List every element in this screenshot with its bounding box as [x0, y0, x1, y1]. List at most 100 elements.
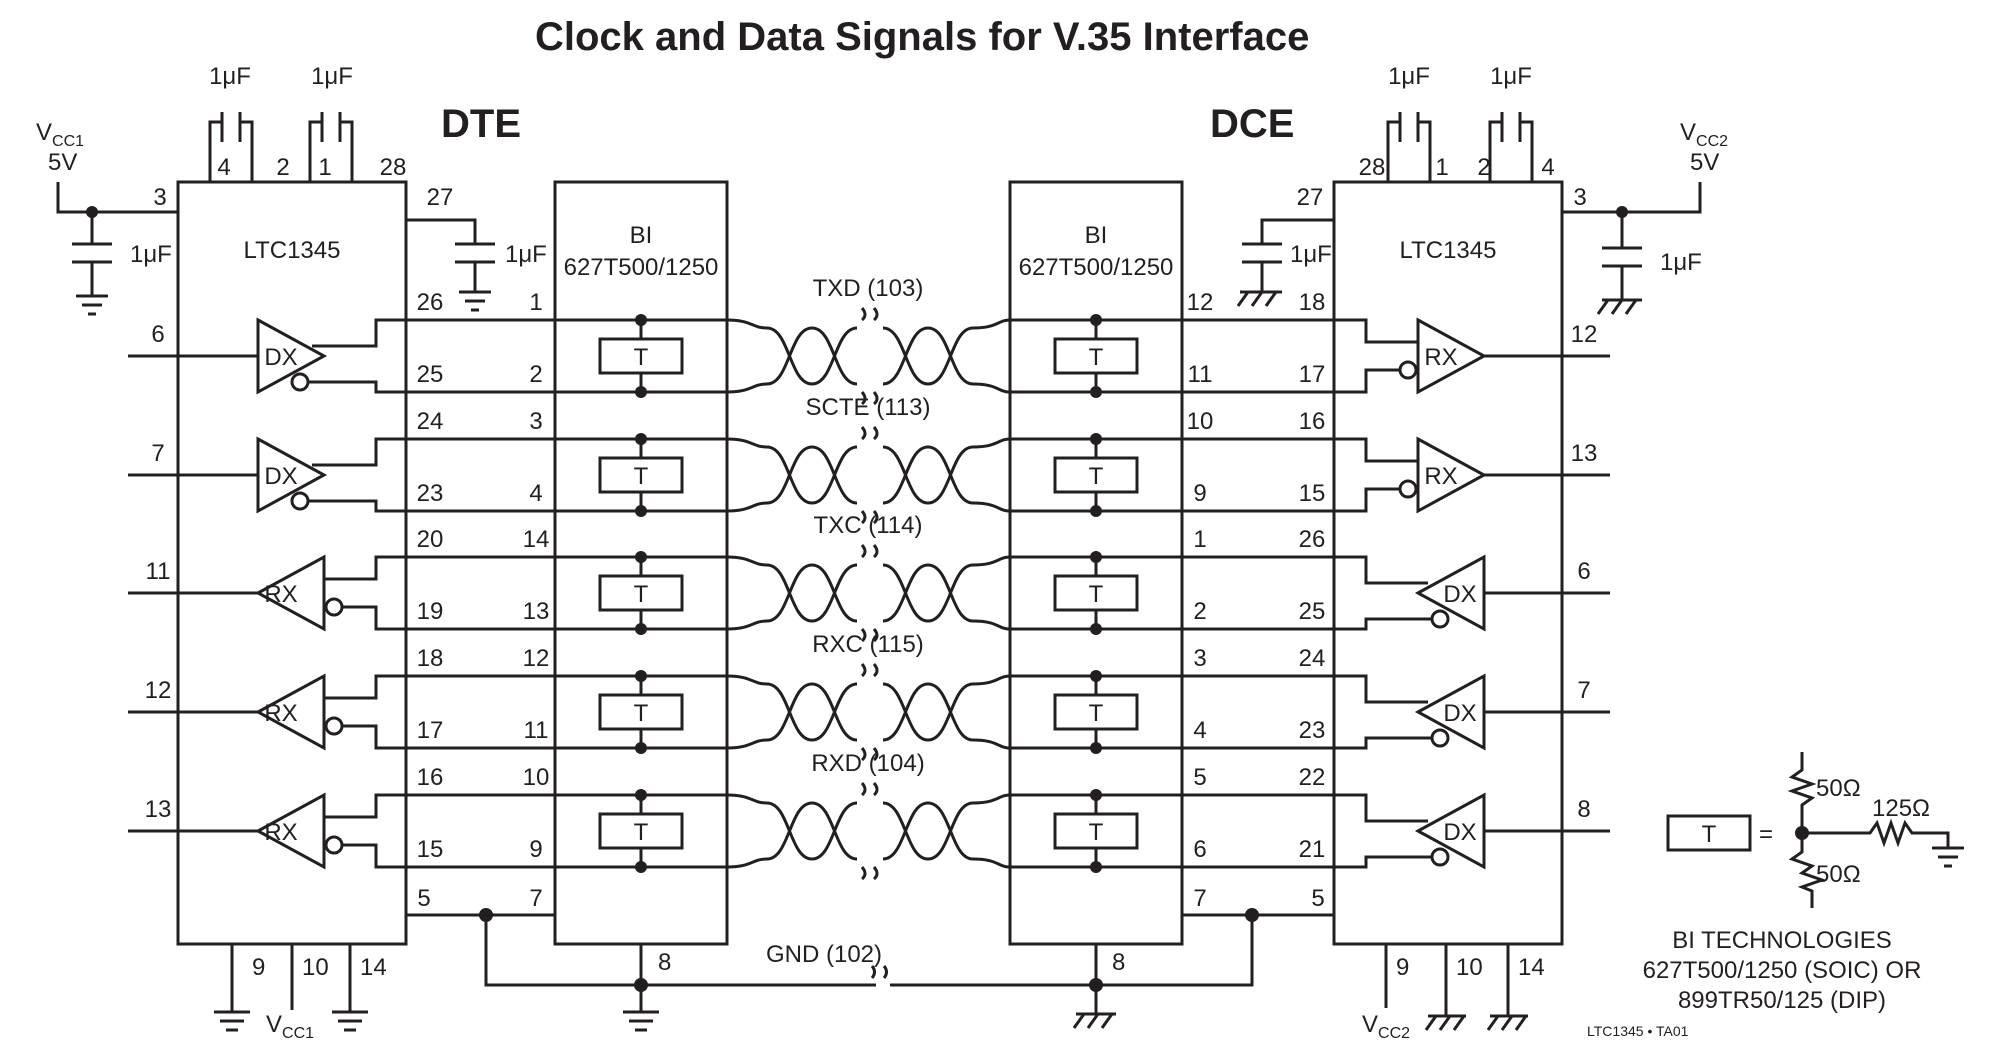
- right-chip-pin: 23: [1299, 717, 1326, 744]
- left-bi-pin: 10: [523, 764, 550, 791]
- right-gnd-pin-chip: 5: [1311, 885, 1324, 912]
- right-chip-pin: 17: [1299, 361, 1326, 388]
- right-bi-pin: 12: [1187, 289, 1214, 316]
- right-rx-label: RX: [1424, 344, 1457, 371]
- termination-t-label: T: [1089, 700, 1104, 727]
- left-pin27-cap-value: 1μF: [505, 241, 547, 268]
- right-chip-pin: 18: [1299, 289, 1326, 316]
- left-termination: T: [555, 433, 727, 517]
- legend-r2: 50Ω: [1816, 861, 1861, 888]
- left-cap-pin: 1: [318, 154, 331, 181]
- right-bi-pin-8: 8: [1112, 949, 1125, 976]
- legend-r1: 50Ω: [1816, 775, 1861, 802]
- right-termination: T: [1010, 670, 1182, 754]
- left-bottom-pin: 10: [302, 954, 329, 981]
- left-dx-gate: DX: [128, 317, 555, 395]
- left-io-pin: 13: [145, 796, 172, 823]
- termination-t-label: T: [634, 581, 649, 608]
- termination-t-label: T: [1089, 581, 1104, 608]
- legend-t-label: T: [1702, 821, 1717, 848]
- left-chip-pin: 15: [417, 836, 444, 863]
- right-dx-gate: DX: [1182, 792, 1610, 870]
- right-io-pin: 8: [1577, 796, 1590, 823]
- left-chip-pin: 19: [417, 598, 444, 625]
- left-termination: T: [555, 670, 727, 754]
- right-chip-pin: 15: [1299, 480, 1326, 507]
- right-pin-3: 3: [1573, 184, 1586, 211]
- right-io-pin: 7: [1577, 677, 1590, 704]
- right-rx-gate: RX: [1182, 436, 1610, 514]
- left-chip-pin: 18: [417, 645, 444, 672]
- left-chip-pin: 23: [417, 480, 444, 507]
- left-io-pin: 7: [151, 440, 164, 467]
- right-bi-pin: 2: [1193, 598, 1206, 625]
- signal-label: TXD (103): [813, 275, 924, 302]
- right-cap-pin: 28: [1359, 154, 1386, 181]
- left-bi-pin: 11: [524, 717, 549, 744]
- left-bi-pin: 3: [529, 408, 542, 435]
- left-dx-label: DX: [264, 344, 297, 371]
- right-bi-pin: 1: [1193, 526, 1206, 553]
- left-chip-pin: 26: [417, 289, 444, 316]
- signal-label: RXD (104): [811, 750, 924, 777]
- left-rx-gate: RX: [128, 792, 555, 870]
- right-cap-pin: 2: [1477, 154, 1490, 181]
- right-pin-27: 27: [1297, 184, 1324, 211]
- left-io-pin: 6: [151, 321, 164, 348]
- right-chip-pin: 24: [1299, 645, 1326, 672]
- right-pin27-cap: [1236, 218, 1334, 307]
- right-cap-pin: 1: [1435, 154, 1448, 181]
- right-bi-label: BI: [1085, 222, 1108, 249]
- left-chip-pin: 20: [417, 526, 444, 553]
- left-bi-pin-8: 8: [658, 949, 671, 976]
- twisted-pair-cable: RXC (115): [726, 631, 1011, 762]
- right-supply-network: [1562, 182, 1702, 315]
- left-io-pin: 12: [145, 677, 172, 704]
- right-chip-pin: 25: [1299, 598, 1326, 625]
- left-cap-pin: 2: [276, 154, 289, 181]
- right-top-capacitors: [1386, 112, 1534, 182]
- legend-r3: 125Ω: [1872, 795, 1930, 822]
- right-termination: T: [1010, 314, 1182, 398]
- termination-t-label: T: [634, 344, 649, 371]
- left-gnd-pin-bi: 7: [529, 885, 542, 912]
- right-io-pin: 13: [1571, 440, 1598, 467]
- right-supply-cap: 1μF: [1660, 249, 1702, 276]
- left-rx-gate: RX: [128, 554, 555, 632]
- right-bottom-pin: 9: [1396, 954, 1409, 981]
- left-rx-label: RX: [264, 819, 297, 846]
- right-bi-pin: 9: [1193, 480, 1206, 507]
- signal-label: TXC (114): [814, 512, 923, 539]
- left-bi-pin: 13: [523, 598, 550, 625]
- right-bi-pin: 4: [1193, 717, 1206, 744]
- right-chip-pin: 16: [1299, 408, 1326, 435]
- right-bi-pin: 10: [1187, 408, 1214, 435]
- right-bottom-pin: 14: [1518, 954, 1545, 981]
- diagram-title: Clock and Data Signals for V.35 Interfac…: [535, 15, 1309, 59]
- figure-id: LTC1345 • TA01: [1587, 1023, 1689, 1039]
- left-chip-pin: 16: [417, 764, 444, 791]
- right-bi-part: 627T500/1250: [1019, 254, 1174, 281]
- left-termination: T: [555, 551, 727, 635]
- left-pin-27: 27: [427, 184, 454, 211]
- left-bi-pin: 14: [523, 526, 550, 553]
- right-bi-pin: 11: [1188, 361, 1213, 388]
- left-bi-part: 627T500/1250: [564, 254, 719, 281]
- right-vcc-voltage: 5V: [1690, 149, 1719, 176]
- right-dx-gate: DX: [1182, 554, 1610, 632]
- right-bottom-pin: 10: [1456, 954, 1483, 981]
- left-bottom-pin: 9: [252, 954, 265, 981]
- right-bi-pin: 5: [1193, 764, 1206, 791]
- left-bi-label: BI: [630, 222, 653, 249]
- twisted-pair-cable: RXD (104): [726, 750, 1011, 881]
- termination-legend: [1666, 752, 1964, 908]
- left-bi-pin: 12: [523, 645, 550, 672]
- left-termination: T: [555, 789, 727, 873]
- right-gnd-pin-bi: 7: [1193, 885, 1206, 912]
- termination-t-label: T: [1089, 344, 1104, 371]
- right-vcc-label: VCC2: [1680, 119, 1728, 150]
- termination-t-label: T: [1089, 463, 1104, 490]
